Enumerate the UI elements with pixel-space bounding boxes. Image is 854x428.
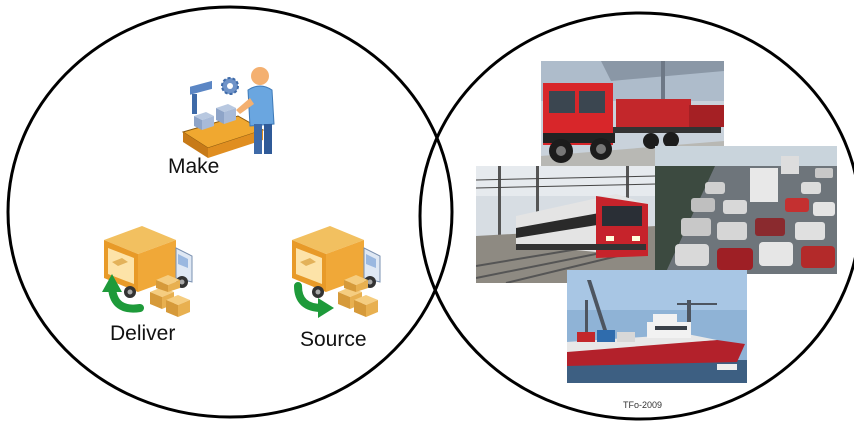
left-circle xyxy=(6,5,454,419)
source-label: Source xyxy=(300,328,367,351)
deliver-label: Deliver xyxy=(110,322,176,345)
traffic-photo xyxy=(655,146,837,274)
right-circle xyxy=(418,11,854,421)
delivery-truck-icon xyxy=(282,222,387,320)
delivery-truck-icon xyxy=(94,222,199,320)
make-label: Make xyxy=(168,155,220,178)
worker-conveyor-icon xyxy=(178,64,283,164)
credit-text: TFo-2009 xyxy=(623,400,663,410)
train-photo xyxy=(476,166,656,283)
ship-photo xyxy=(567,270,747,383)
